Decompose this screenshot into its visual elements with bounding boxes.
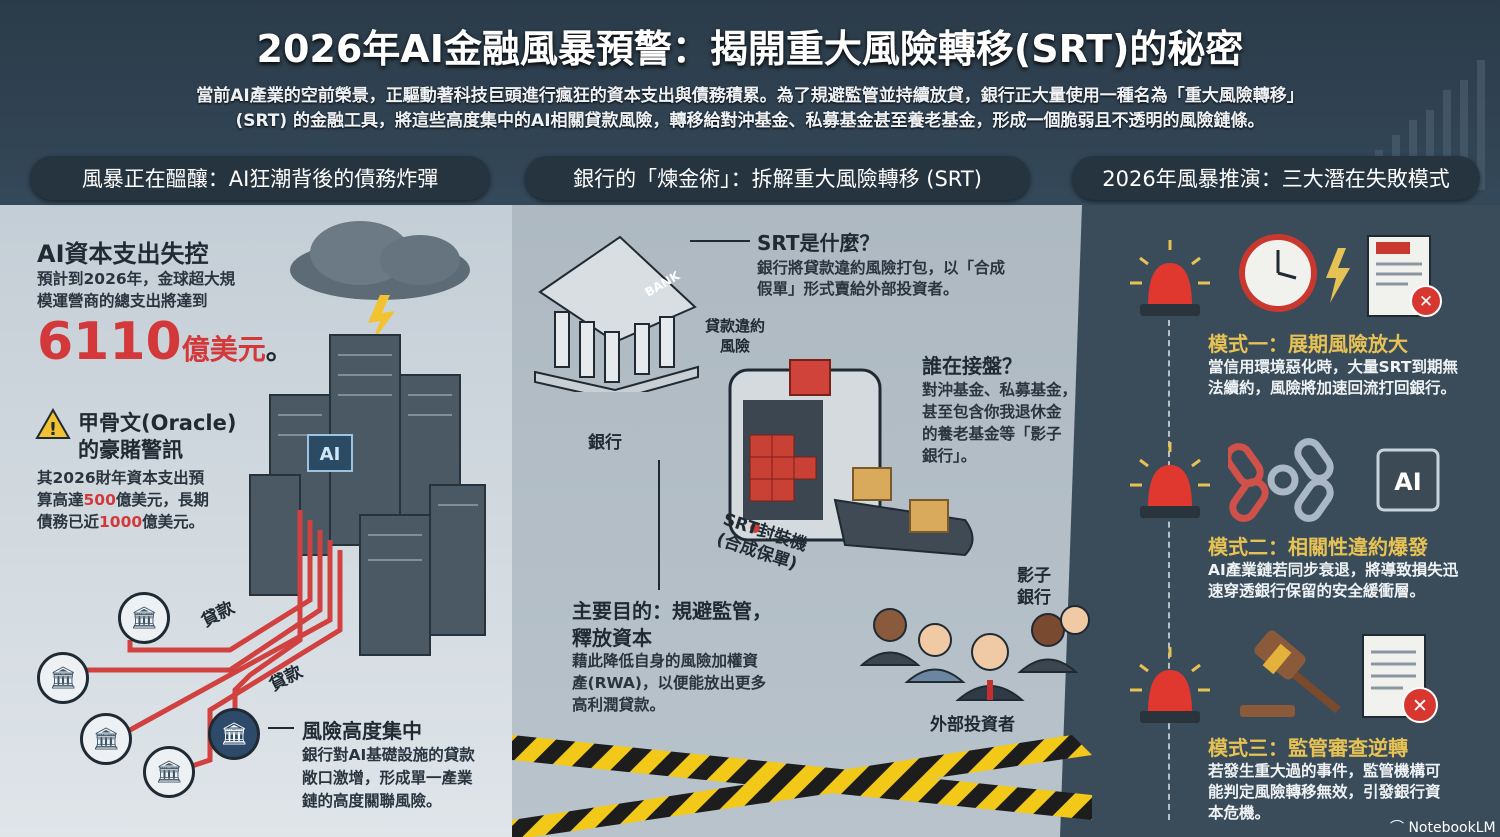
package-icon	[909, 499, 949, 533]
srt-what-desc-2: 假單」形式賣給外部投資者。	[757, 280, 959, 298]
concentration-desc-1: 銀行對AI基礎設施的貸款	[302, 746, 475, 764]
who-desc-2: 甚至包含你我退休金	[922, 403, 1062, 421]
capex-title: AI資本支出失控	[37, 240, 209, 268]
shadow-bank-label: 影子銀行	[1017, 565, 1051, 609]
mode-3-title: 模式三：監管審查逆轉	[1208, 736, 1408, 760]
connector-line	[658, 460, 660, 590]
alarm-siren-icon	[1130, 442, 1210, 518]
page-title: 2026年AI金融風暴預警：揭開重大風險轉移(SRT)的秘密	[256, 27, 1244, 71]
ai-chip-label: AI	[1394, 468, 1422, 496]
who-desc-3: 的養老基金等「影子	[922, 425, 1062, 443]
conveyor-belt	[833, 498, 974, 557]
bank-circle-icon: 🏛	[80, 713, 132, 765]
oracle-debt-value: 1000	[99, 513, 143, 531]
concentration-desc-2: 敞口激增，形成單一產業	[302, 769, 473, 787]
default-risk-label: 貸款違約風險	[705, 316, 765, 356]
purpose-title-2: 釋放資本	[572, 626, 652, 650]
mode-2-desc-1: AI產業鏈若同步衰退，將導致損失迅	[1208, 561, 1459, 579]
oracle-desc-1: 其2026財年資本支出預	[37, 469, 205, 487]
text: 貸款違約	[705, 317, 766, 335]
loan-cables	[75, 510, 343, 773]
brand-text: NotebookLM	[1408, 820, 1496, 836]
capex-desc-1: 預計到2026年，金球超大規	[37, 270, 236, 288]
intro-line-1: 當前AI產業的空前榮景，正驅動著科技巨頭進行瘋狂的資本支出與債務積累。為了規避監…	[196, 86, 1304, 106]
connector-line	[268, 727, 294, 729]
mode-1-desc-1: 當信用環境惡化時，大量SRT到期無	[1208, 358, 1458, 376]
mode-2-desc-2: 速穿透銀行保留的安全緩衝層。	[1208, 582, 1426, 600]
text: 影子	[1017, 566, 1051, 586]
mode-1-title: 模式一：展期風險放大	[1208, 332, 1408, 356]
capex-unit: 億美元	[181, 333, 266, 366]
caution-tape-decoration	[512, 735, 1092, 837]
text: 銀行	[1017, 588, 1051, 608]
ai-datacenter-illustration: AI	[249, 221, 486, 656]
mode-3-desc-3: 本危機。	[1208, 804, 1271, 822]
notebooklm-watermark: ⌒ NotebookLM	[1390, 817, 1496, 837]
bank-circle-icon: 🏛	[37, 652, 89, 704]
purpose-desc-2: 產(RWA)，以便能放出更多	[572, 674, 767, 692]
timeline-dashed-line	[1168, 320, 1170, 820]
purpose-desc-1: 藉此降低自身的風險加權資	[572, 652, 759, 670]
warning-icon: !	[35, 408, 71, 440]
mode-3-desc-1: 若發生重大過的事件，監管機構可	[1208, 762, 1441, 780]
alarm-siren-icon	[1130, 647, 1210, 723]
bank-circle-icon: 🏛	[118, 592, 170, 644]
who-desc-1: 對沖基金、私募基金，	[922, 381, 1078, 399]
bank-building-icon: BANK	[534, 235, 699, 392]
oracle-desc-2: 算高達500億美元，長期	[37, 489, 209, 511]
section-header-storm: 風暴正在醞釀：AI狂潮背後的債務炸彈	[30, 156, 490, 200]
srt-what-title: SRT是什麼？	[757, 231, 880, 255]
srt-box-icon	[789, 359, 831, 396]
concentration-title: 風險高度集中	[302, 719, 422, 743]
oracle-desc-3: 債務已近1000億美元。	[37, 511, 204, 533]
purpose-desc-3: 高利潤貸款。	[572, 696, 666, 714]
broken-chain-ai-chip-icon: AI	[1228, 438, 1440, 522]
srt-packaging-machine-illustration	[728, 359, 974, 557]
storm-cloud-icon	[290, 221, 470, 300]
investors-group-icon	[860, 605, 1090, 701]
package-icon	[852, 467, 892, 501]
text: 風險	[720, 337, 751, 355]
bank-dollar-circle-icon: 🏛	[143, 746, 195, 798]
mode-3-desc-2: 能判定風險轉移無效，引發銀行資	[1208, 783, 1441, 801]
mode-2-title: 模式二：相關性違約爆發	[1208, 535, 1428, 559]
oracle-capex-value: 500	[83, 491, 116, 509]
capex-value: 6110	[37, 312, 182, 372]
gavel-void-document-icon: ✕	[1240, 630, 1438, 723]
text: 億美元，長期	[115, 491, 209, 509]
svg-text:!: !	[49, 419, 57, 440]
intro-line-2: (SRT) 的金融工具，將這些高度集中的AI相關貸款風險，轉移給對沖基金、私募基…	[235, 111, 1265, 131]
srt-what-desc-1: 銀行將貸款違約風險打包，以「合成	[757, 259, 1006, 277]
clock-expired-contract-icon: ✕	[1239, 234, 1442, 317]
text: 算高達	[37, 491, 84, 509]
highlighted-bank-circle-icon: 🏛	[208, 708, 260, 760]
capex-desc-2: 模運營商的總支出將達到	[37, 292, 208, 310]
purpose-title-1: 主要目的：規避監管，	[572, 599, 772, 623]
bank-label: 銀行	[588, 433, 622, 453]
who-title: 誰在接盤？	[922, 354, 1022, 378]
concentration-desc-3: 鏈的高度關聯風險。	[302, 792, 442, 810]
lightning-icon	[368, 295, 395, 343]
alarm-siren-icon	[1130, 240, 1210, 316]
text: 債務已近	[37, 513, 100, 531]
oracle-title-1: 甲骨文(Oracle)	[78, 411, 237, 435]
oracle-title-2: 的豪賭警訊	[78, 438, 183, 462]
section-header-srt: 銀行的「煉金術」：拆解重大風險轉移 (SRT)	[525, 156, 1030, 200]
external-investors-label: 外部投資者	[930, 715, 1015, 735]
section-header-failure-modes: 2026年風暴推演：三大潛在失敗模式	[1072, 156, 1480, 200]
notebooklm-logo-icon: ⌒	[1390, 820, 1409, 836]
who-desc-4: 銀行」。	[922, 447, 977, 465]
capex-end: 。	[265, 333, 294, 366]
mode-1-desc-2: 法續約，風險將加速回流打回銀行。	[1208, 379, 1457, 397]
capex-amount: 6110億美元。	[37, 312, 294, 372]
ai-server-label: AI	[320, 444, 341, 465]
svg-text:✕: ✕	[1412, 695, 1428, 717]
text: 億美元。	[142, 513, 205, 531]
svg-text:✕: ✕	[1419, 292, 1433, 312]
connector-line	[690, 240, 750, 242]
